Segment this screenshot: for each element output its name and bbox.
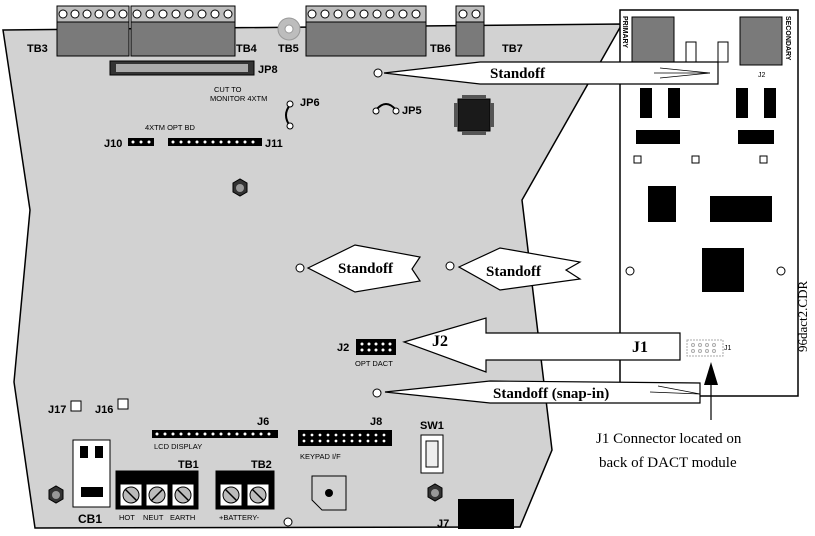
callout-standoff-left: Standoff	[338, 261, 394, 277]
standoff-hole-mid	[445, 261, 455, 271]
mount-nut-center	[232, 178, 248, 197]
label-module-j1: J1	[724, 345, 732, 352]
arrow-j2-j1	[402, 317, 681, 373]
terminal-block-tb4	[130, 5, 236, 57]
jp8-header	[109, 60, 255, 76]
j11-header	[168, 138, 262, 146]
label-tb1: TB1	[178, 459, 199, 471]
arrow-standoff-snap	[384, 380, 701, 404]
board-hole-bottom	[283, 517, 293, 527]
module-hole-right	[776, 266, 786, 276]
j16-connector	[117, 398, 129, 410]
label-j16: J16	[95, 404, 113, 416]
label-j17: J17	[48, 404, 66, 416]
label-opt-bd: 4XTM OPT BD	[145, 123, 195, 132]
note-line-2: back of DACT module	[599, 455, 737, 471]
label-module-j2: J2	[758, 72, 766, 79]
mount-nut-bottom-right	[427, 483, 443, 502]
arrow-standoff-mid	[457, 247, 582, 291]
module-hole-left	[625, 266, 635, 276]
label-lcd: LCD DISPLAY	[154, 442, 202, 451]
label-jp5: JP5	[402, 105, 422, 117]
terminal-block-tb1	[115, 470, 199, 510]
j8-header	[298, 430, 392, 446]
cut-line-1: CUT TO	[214, 85, 242, 94]
label-secondary: SECONDARY	[784, 16, 791, 61]
label-sw1: SW1	[420, 420, 444, 432]
label-primary: PRIMARY	[621, 16, 628, 48]
label-j6: J6	[257, 416, 269, 428]
j6-header	[152, 430, 278, 438]
mount-nut-bottom-left	[48, 485, 64, 504]
processor-chip	[454, 95, 494, 135]
callout-standoff-top: Standoff	[490, 66, 546, 82]
j17-connector	[70, 400, 82, 412]
label-jp6: JP6	[300, 97, 320, 109]
callout-standoff-mid: Standoff	[486, 264, 542, 280]
j10-header	[128, 138, 154, 146]
label-tb6: TB6	[430, 43, 451, 55]
label-hot: HOT	[119, 513, 135, 522]
terminal-block-tb6	[305, 5, 427, 57]
label-cb1: CB1	[78, 512, 102, 526]
label-j11: J11	[265, 138, 283, 150]
label-j8: J8	[370, 416, 382, 428]
label-neut: NEUT	[143, 513, 164, 522]
buzzer	[311, 475, 347, 511]
label-j7: J7	[437, 518, 449, 530]
terminal-block-tb3	[56, 5, 130, 57]
terminal-block-tb7	[455, 5, 485, 57]
note-line-1: J1 Connector located on	[596, 431, 742, 447]
j2-board-header	[356, 339, 396, 355]
callout-standoff-snap: Standoff (snap-in)	[493, 386, 609, 402]
terminal-block-tb2	[215, 470, 275, 510]
label-keypad: KEYPAD I/F	[300, 452, 341, 461]
module-components	[636, 88, 776, 292]
arrow-standoff-top	[383, 61, 719, 85]
rj-jack-primary	[631, 16, 675, 66]
label-tb5: TB5	[278, 43, 299, 55]
label-j10: J10	[104, 138, 122, 150]
module-j1-connector	[686, 339, 724, 357]
rj-jack-secondary	[739, 16, 783, 66]
cut-line-2: MONITOR 4XTM	[210, 94, 267, 103]
label-j2-board: J2	[337, 342, 349, 354]
label-tb2: TB2	[251, 459, 272, 471]
label-tb3: TB3	[27, 43, 48, 55]
callout-j1: J1	[632, 339, 648, 356]
file-reference: 96dact2.CDR	[795, 281, 810, 352]
standoff-hole-snap	[372, 388, 382, 398]
label-jp8: JP8	[258, 64, 278, 76]
callout-j2: J2	[432, 333, 448, 350]
arrow-standoff-left	[306, 244, 422, 293]
standoff-hole-top	[373, 68, 383, 78]
label-tb7: TB7	[502, 43, 523, 55]
label-opt-dact: OPT DACT	[355, 359, 393, 368]
tb5-post	[277, 17, 301, 41]
label-earth: EARTH	[170, 513, 195, 522]
j7-connector	[458, 499, 514, 529]
circuit-breaker-cb1	[72, 439, 111, 508]
sw1-switch	[420, 434, 444, 474]
label-tb4: TB4	[236, 43, 258, 55]
label-battery: +BATTERY-	[219, 513, 260, 522]
standoff-hole-left	[295, 263, 305, 273]
j1-pointer-head	[704, 362, 718, 385]
